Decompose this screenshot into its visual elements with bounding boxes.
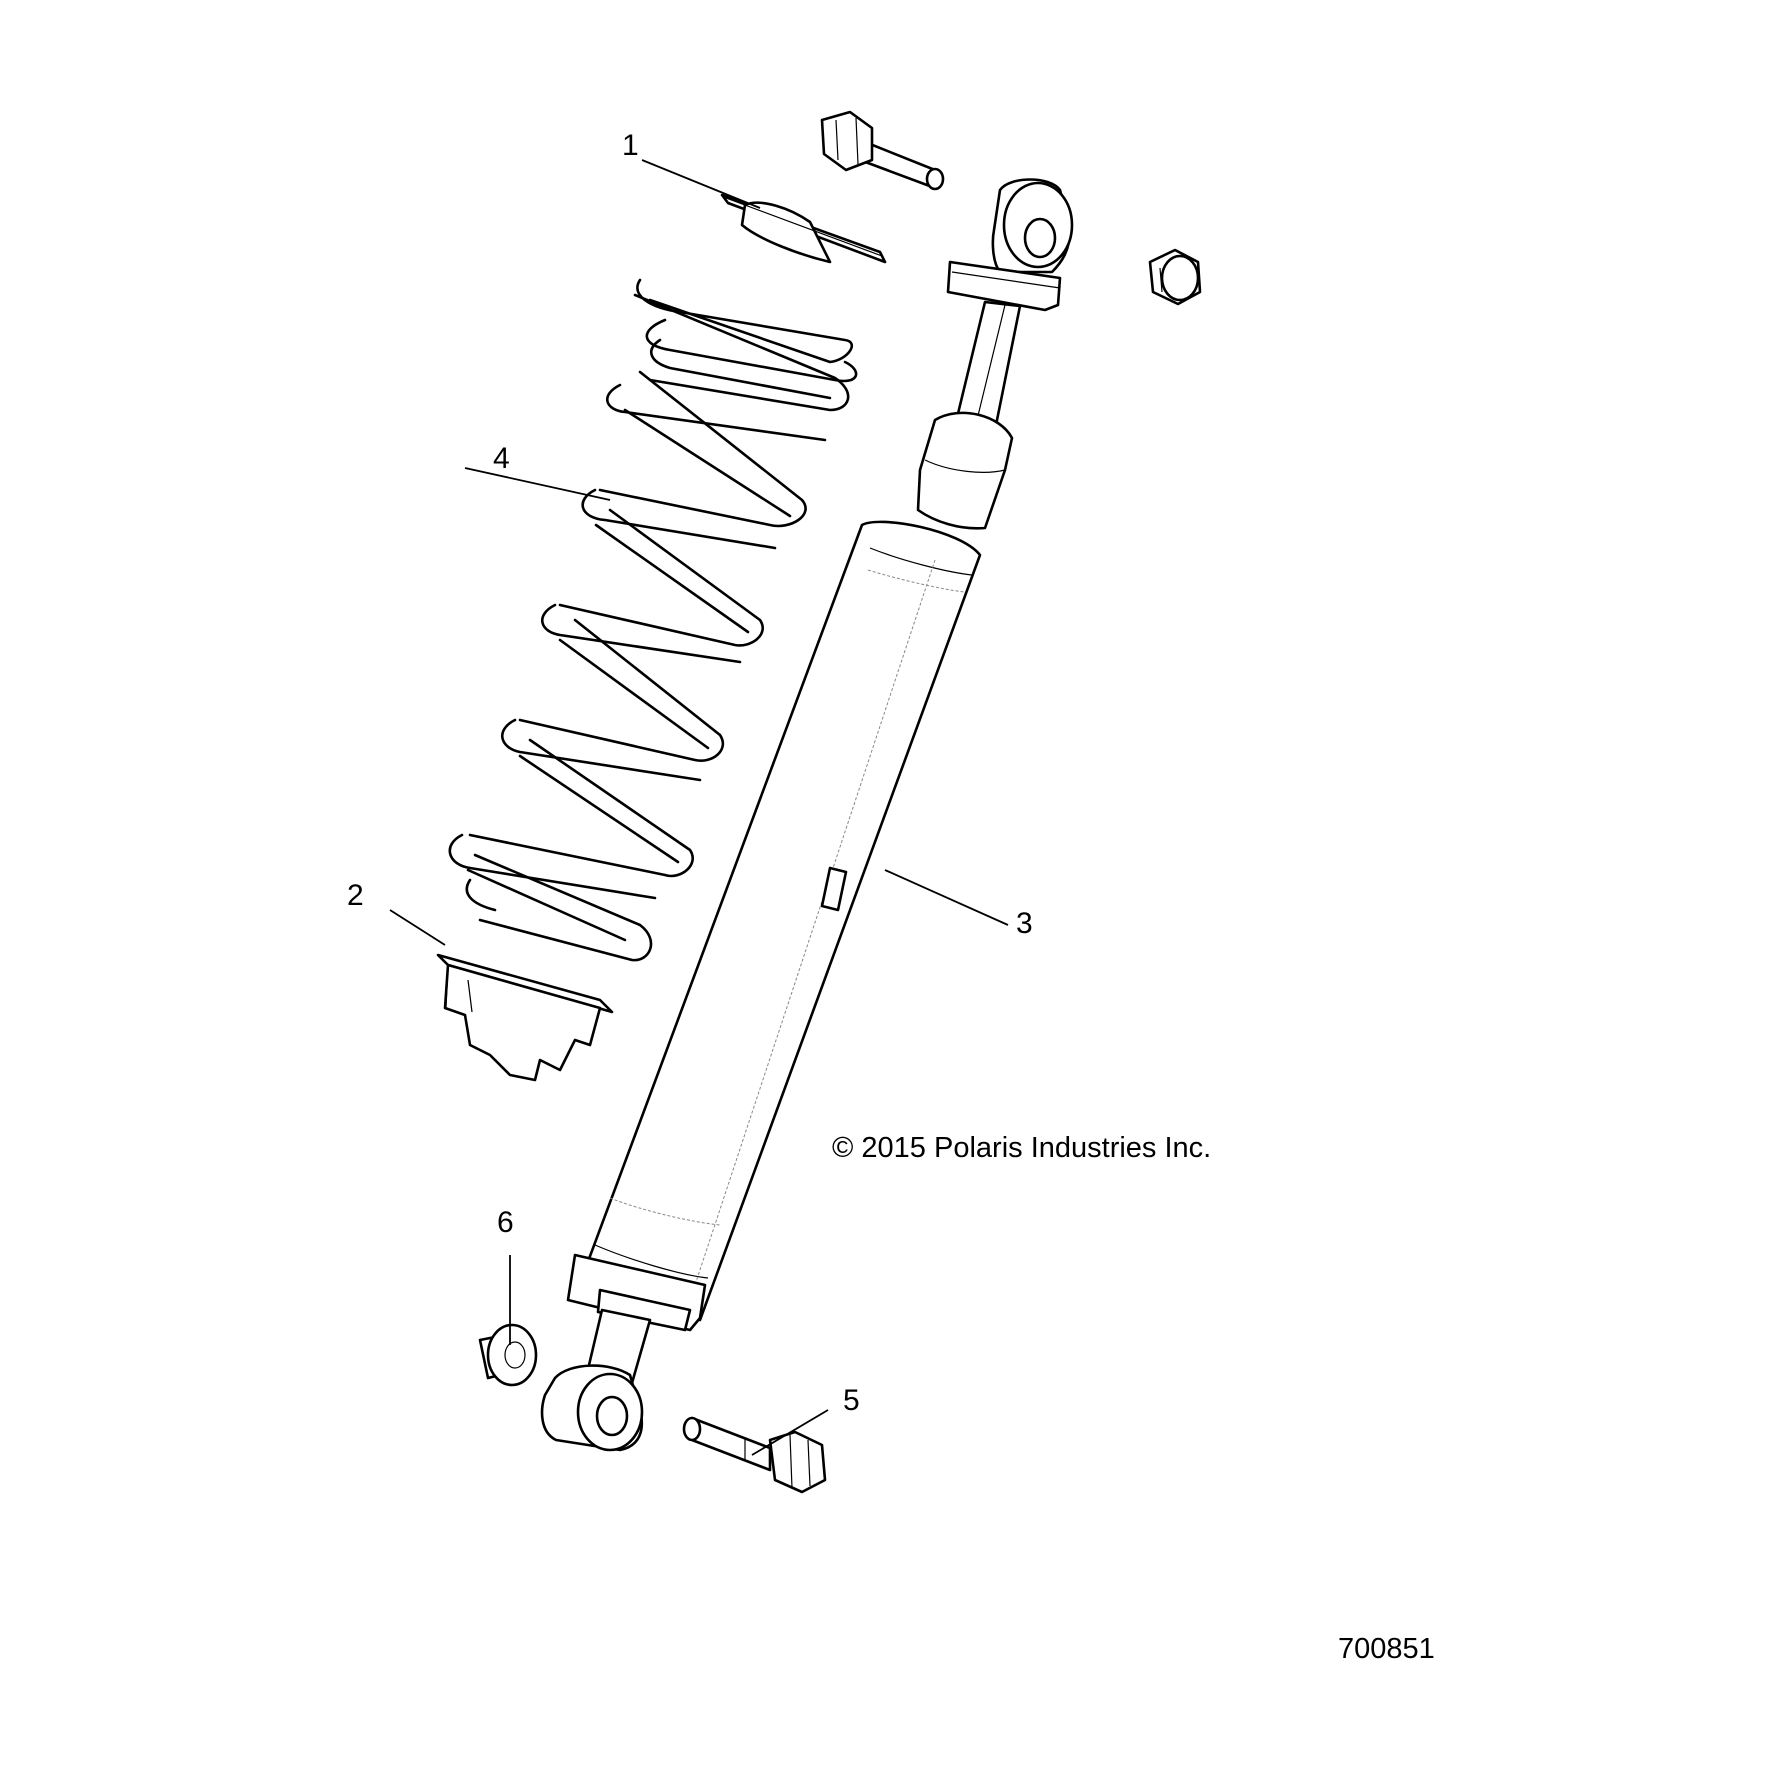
- coil-spring: [448, 278, 858, 962]
- figure-number: 700851: [1338, 1633, 1435, 1665]
- callout-5: 5: [843, 1384, 860, 1417]
- shock-absorber: [540, 178, 1074, 1452]
- upper-spring-seat: [720, 193, 887, 264]
- lower-spring-seat: [436, 953, 614, 1082]
- bottom-bolt: [682, 1416, 827, 1494]
- callout-6: 6: [497, 1206, 514, 1239]
- callout-3: 3: [1016, 907, 1033, 940]
- callout-2: 2: [347, 879, 364, 912]
- copyright-notice: © 2015 Polaris Industries Inc.: [832, 1132, 1211, 1164]
- leader-lines: [389, 159, 1009, 1456]
- bottom-nut: [478, 1323, 538, 1387]
- callout-4: 4: [493, 442, 510, 475]
- top-nut: [1148, 248, 1202, 306]
- callout-1: 1: [622, 129, 639, 162]
- top-bolt: [820, 110, 945, 191]
